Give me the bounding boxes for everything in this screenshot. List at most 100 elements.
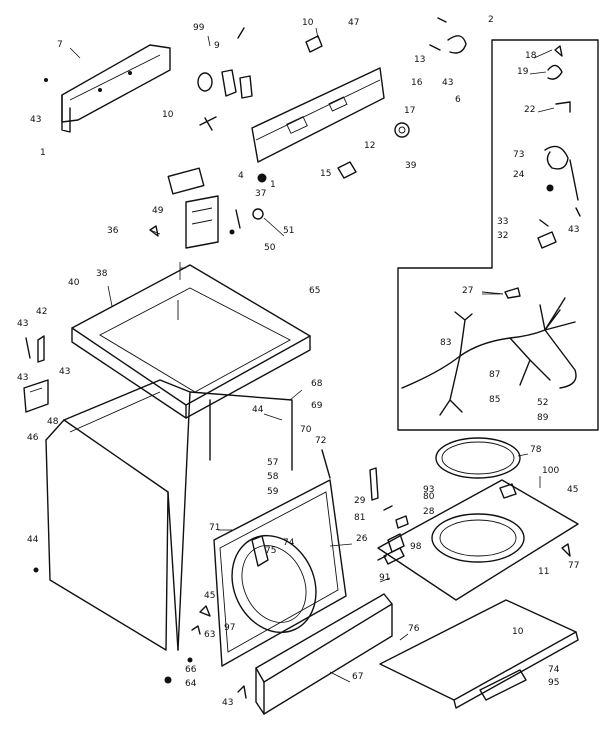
callout-43: 43 (17, 373, 28, 383)
callout-1: 1 (270, 180, 276, 190)
callout-36: 36 (107, 226, 119, 236)
callout-81: 81 (354, 513, 365, 523)
callout-43: 43 (59, 367, 70, 377)
callout-52: 52 (537, 398, 548, 408)
callout-63: 63 (204, 630, 215, 640)
callout-29: 29 (354, 496, 366, 506)
top-panel-part (71, 262, 311, 419)
callout-57: 57 (267, 458, 278, 468)
callout-44: 44 (27, 535, 39, 545)
control-console-part (251, 35, 410, 183)
callout-42: 42 (36, 307, 47, 317)
cabinet-part (33, 379, 293, 651)
callout-59: 59 (267, 487, 279, 497)
callout-98: 98 (410, 542, 422, 552)
callout-7: 7 (57, 40, 63, 50)
callout-72: 72 (315, 436, 326, 446)
callout-50: 50 (264, 243, 276, 253)
callout-33: 33 (497, 217, 508, 227)
callout-13: 13 (414, 55, 425, 65)
callout-39: 39 (405, 161, 417, 171)
callout-64: 64 (185, 679, 197, 689)
callout-38: 38 (96, 269, 108, 279)
top-bracket-part (44, 44, 171, 133)
callout-2: 2 (488, 15, 494, 25)
callout-37: 37 (255, 189, 266, 199)
callout-4: 4 (238, 171, 244, 181)
inset-small-parts (537, 45, 581, 249)
callout-78: 78 (530, 445, 542, 455)
callout-87: 87 (489, 370, 500, 380)
callout-70: 70 (300, 425, 312, 435)
callout-43: 43 (30, 115, 41, 125)
callout-69: 69 (311, 401, 323, 411)
callout-48: 48 (47, 417, 59, 427)
toe-panel-part (255, 593, 393, 715)
timer-clip-parts (197, 27, 253, 131)
callout-9: 9 (214, 41, 220, 51)
callout-18: 18 (525, 51, 537, 61)
callout-43: 43 (568, 225, 579, 235)
callout-26: 26 (356, 534, 368, 544)
callout-74: 74 (548, 665, 560, 675)
callout-27: 27 (462, 286, 473, 296)
callout-74: 74 (283, 538, 295, 548)
callout-97: 97 (224, 623, 235, 633)
callout-16: 16 (411, 78, 423, 88)
callout-19: 19 (517, 67, 529, 77)
callout-28: 28 (423, 507, 435, 517)
wiring-harness-part (401, 287, 577, 416)
callout-45: 45 (204, 591, 215, 601)
callout-46: 46 (27, 433, 39, 443)
callout-1: 1 (40, 148, 46, 158)
callout-10: 10 (512, 627, 524, 637)
callout-95: 95 (548, 678, 559, 688)
hinge-hardware-parts (429, 17, 467, 54)
callout-51: 51 (283, 226, 294, 236)
callout-43: 43 (222, 698, 233, 708)
door-assembly-part (377, 479, 579, 601)
callout-91: 91 (379, 573, 390, 583)
callout-65: 65 (309, 286, 320, 296)
front-panel-part (213, 449, 347, 667)
callout-77: 77 (568, 561, 579, 571)
callout-43: 43 (17, 319, 28, 329)
callout-40: 40 (68, 278, 80, 288)
callout-49: 49 (152, 206, 164, 216)
callout-83: 83 (440, 338, 451, 348)
callout-71: 71 (209, 523, 220, 533)
door-latch-parts (369, 467, 409, 561)
callout-73: 73 (513, 150, 524, 160)
callout-32: 32 (497, 231, 508, 241)
switch-bracket-parts (149, 167, 264, 249)
callout-58: 58 (267, 472, 279, 482)
callout-10: 10 (302, 18, 314, 28)
door-gasket-part (435, 437, 521, 479)
callout-67: 67 (352, 672, 363, 682)
callout-45: 45 (567, 485, 578, 495)
callout-80: 80 (423, 492, 435, 502)
callout-100: 100 (542, 466, 559, 476)
bottom-screws (164, 605, 247, 699)
callout-6: 6 (455, 95, 461, 105)
callout-17: 17 (404, 106, 415, 116)
wiring-harness-inset (397, 39, 599, 431)
callout-12: 12 (364, 141, 375, 151)
callout-15: 15 (320, 169, 331, 179)
door-cover-part (379, 599, 579, 709)
callout-99: 99 (193, 23, 205, 33)
callout-76: 76 (408, 624, 420, 634)
callout-93: 93 (423, 485, 434, 495)
callout-68: 68 (311, 379, 323, 389)
callout-89: 89 (537, 413, 549, 423)
callout-43: 43 (442, 78, 453, 88)
callout-75: 75 (265, 546, 276, 556)
callout-11: 11 (538, 567, 549, 577)
callout-10: 10 (162, 110, 174, 120)
callout-44: 44 (252, 405, 264, 415)
leader-lines (69, 27, 555, 683)
callout-47: 47 (348, 18, 359, 28)
callout-85: 85 (489, 395, 500, 405)
